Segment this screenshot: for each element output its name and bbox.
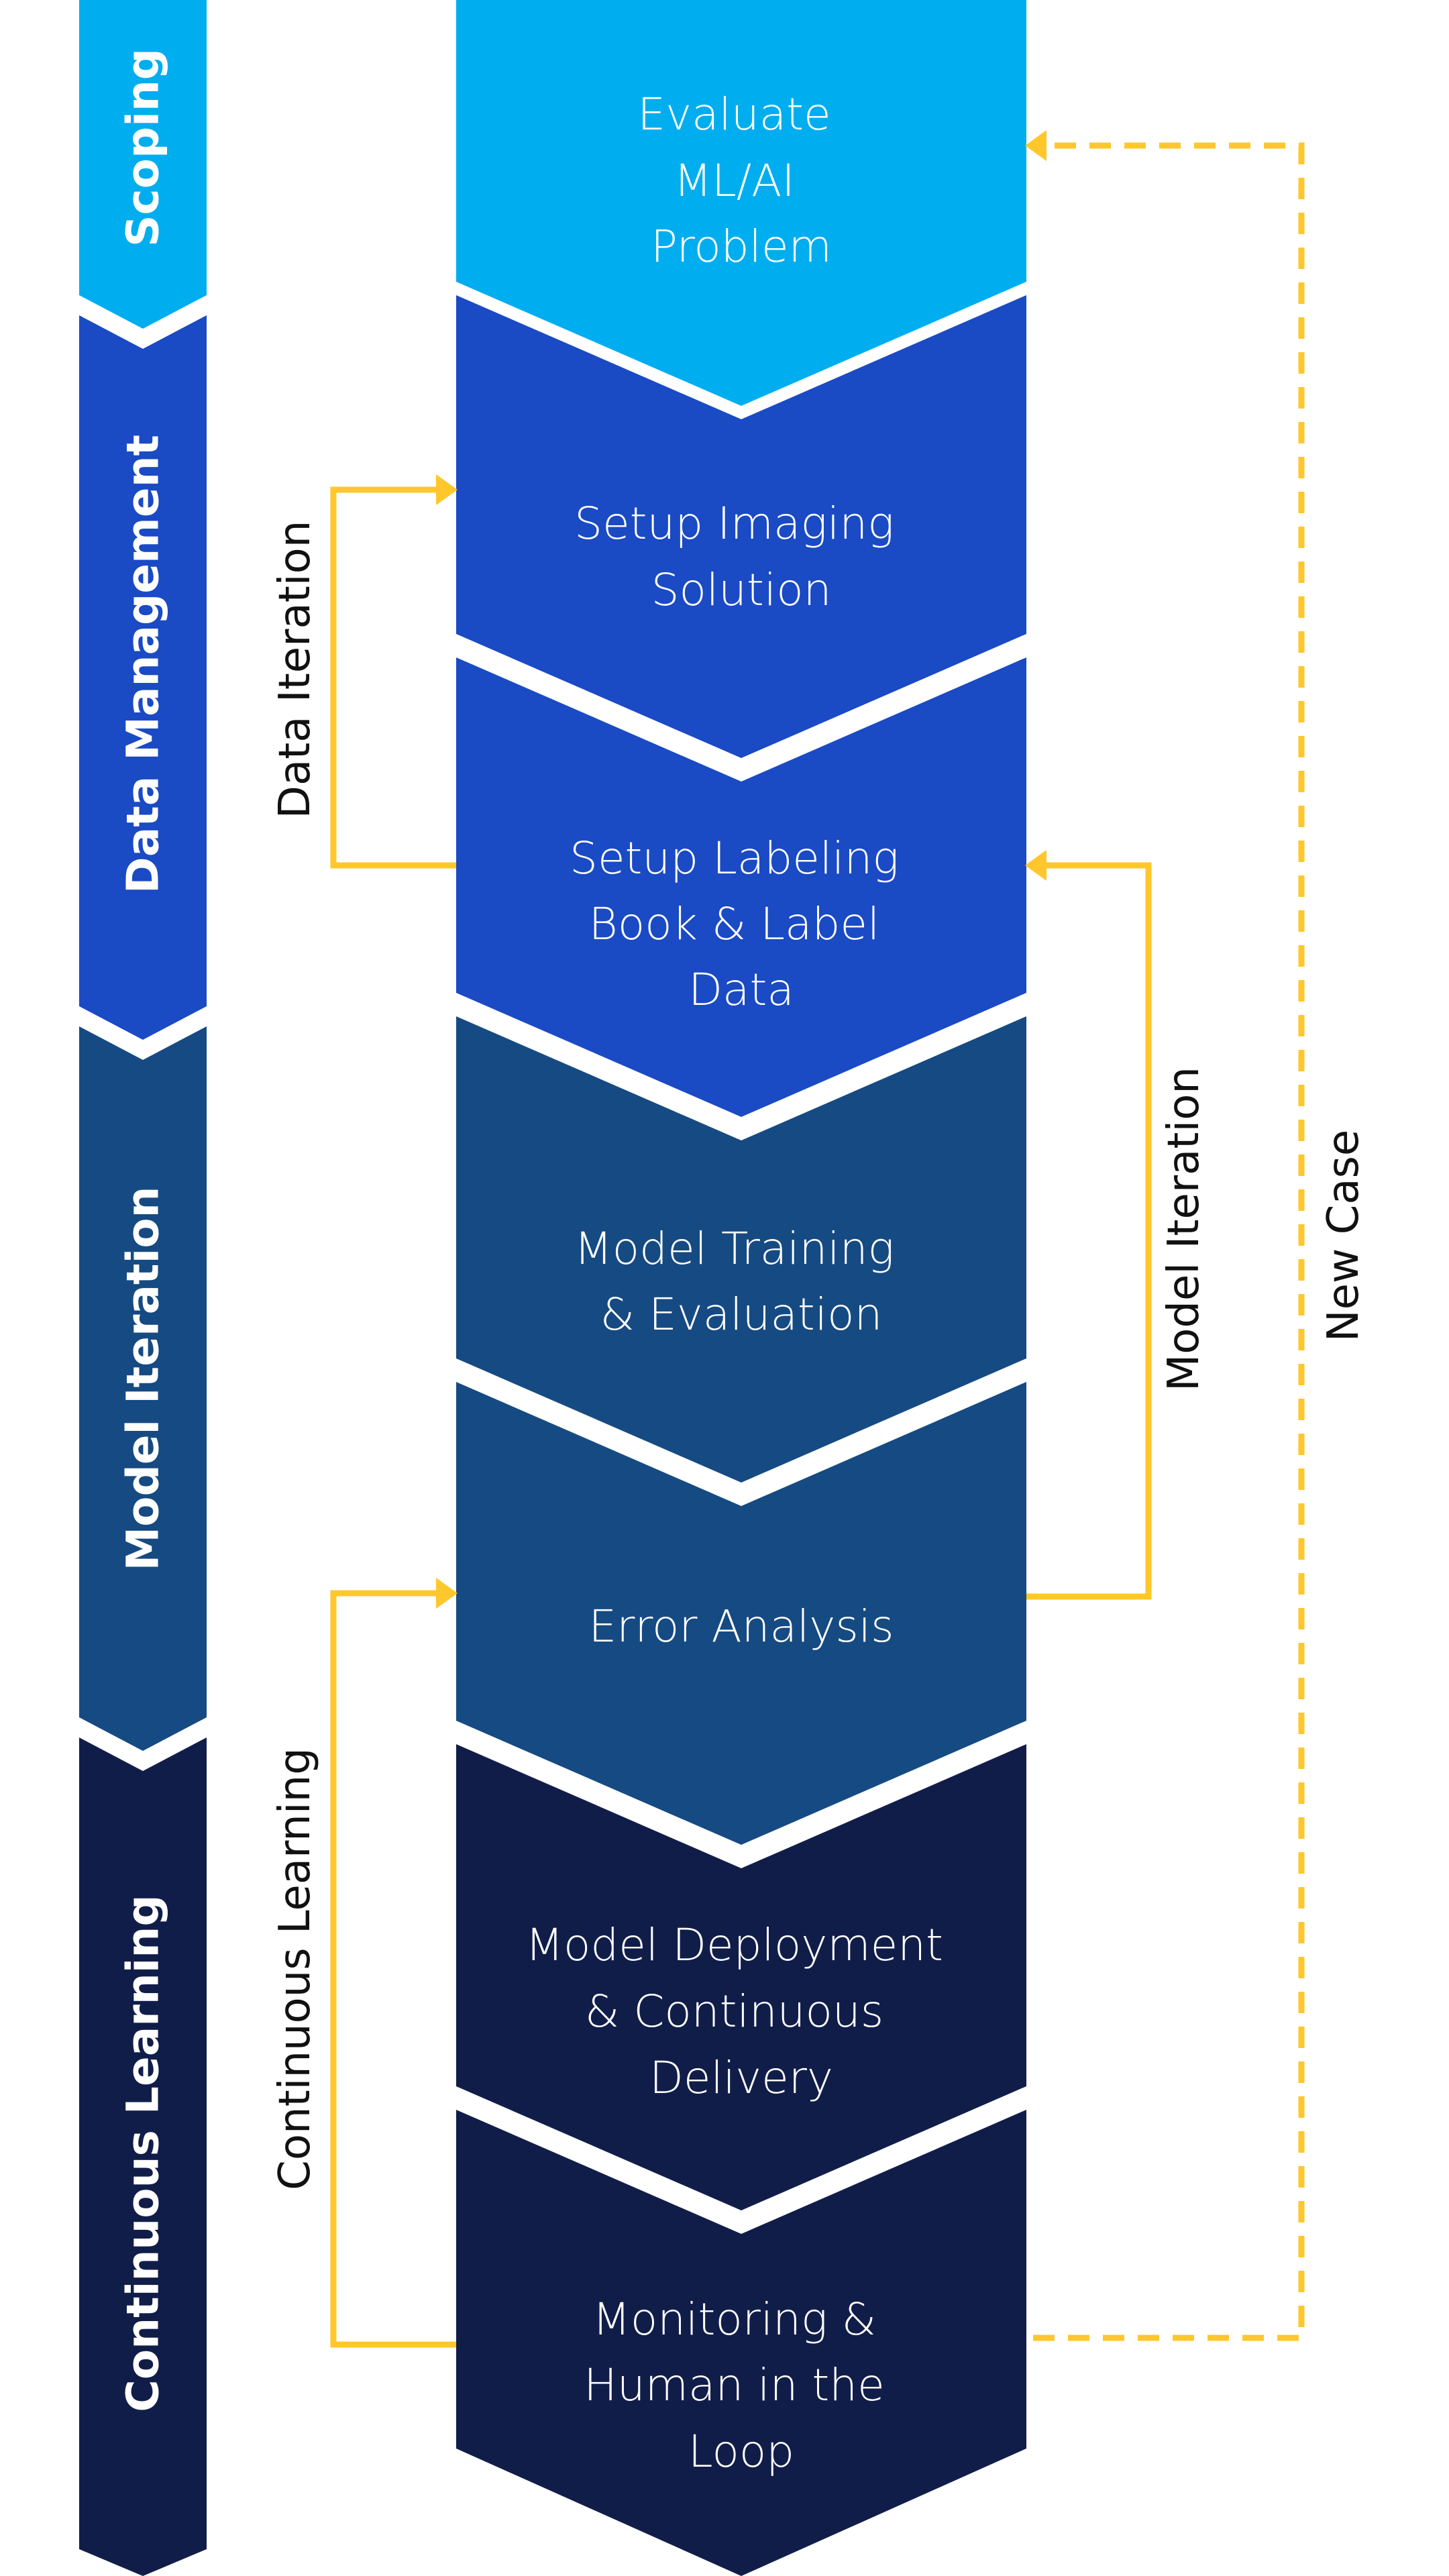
step-setup-labeling-line-2: Book & Label bbox=[589, 898, 880, 950]
step-model-deployment-shape bbox=[456, 1744, 1026, 2210]
loop-labels: Data Iteration Model Iteration Continuou… bbox=[270, 521, 1368, 2190]
step-setup-imaging-line-1: Setup Imaging bbox=[574, 498, 894, 549]
step-evaluate-problem-line-2: ML/AI bbox=[674, 155, 795, 207]
phase-label-data-management: Data Management bbox=[117, 435, 169, 894]
continuous-learning-loop-line bbox=[330, 1590, 456, 2348]
new-case-loop-line bbox=[1033, 142, 1305, 2341]
step-model-deployment-text: Model Deployment & Continuous Delivery bbox=[525, 1919, 957, 2104]
step-monitoring-line-1: Monitoring & bbox=[592, 2294, 876, 2345]
new-case-arrow-icon bbox=[1025, 130, 1046, 161]
step-setup-labeling-line-1: Setup Labeling bbox=[570, 833, 899, 884]
step-monitoring-shape bbox=[456, 2110, 1026, 2576]
step-model-training-line-2: & Evaluation bbox=[600, 1289, 883, 1340]
phase-label-continuous-learning: Continuous Learning bbox=[117, 1894, 169, 2412]
model-iteration-loop-line bbox=[1026, 862, 1152, 1600]
phase-model-iteration-shape bbox=[79, 1026, 207, 1751]
step-setup-labeling-shape bbox=[456, 657, 1026, 1117]
data-iteration-loop-line bbox=[330, 486, 456, 869]
step-monitoring-line-3: Loop bbox=[688, 2426, 794, 2477]
continuous-learning-arrow-icon bbox=[436, 1578, 458, 1609]
step-model-training-shape bbox=[456, 1016, 1026, 1483]
step-evaluate-problem-text: Evaluate ML/AI Problem bbox=[637, 89, 845, 272]
feedback-loops bbox=[330, 130, 1305, 2348]
phase-scoping-shape bbox=[79, 0, 207, 329]
step-error-analysis-shape bbox=[456, 1382, 1026, 1845]
step-error-analysis-line-1: Error Analysis bbox=[589, 1601, 894, 1652]
step-evaluate-problem-shape bbox=[456, 0, 1026, 406]
step-model-deployment-line-3: Delivery bbox=[649, 2052, 833, 2104]
model-iteration-label: Model Iteration bbox=[1159, 1067, 1209, 1391]
phase-data-management-shape bbox=[79, 315, 207, 1040]
step-setup-imaging-text: Setup Imaging Solution bbox=[574, 498, 908, 616]
step-setup-imaging-line-2: Solution bbox=[651, 564, 832, 616]
step-setup-imaging-shape bbox=[456, 295, 1026, 758]
phase-banner: Scoping Data Management Model Iteration … bbox=[79, 0, 207, 2576]
phase-label-model-iteration: Model Iteration bbox=[117, 1186, 169, 1570]
step-error-analysis-text: Error Analysis bbox=[589, 1601, 894, 1652]
new-case-label: New Case bbox=[1319, 1130, 1368, 1342]
step-model-deployment-line-1: Model Deployment bbox=[525, 1919, 943, 1971]
step-setup-labeling-text: Setup Labeling Book & Label Data bbox=[570, 833, 913, 1016]
data-iteration-arrow-icon bbox=[436, 474, 458, 505]
step-evaluate-problem-line-3: Problem bbox=[651, 221, 832, 272]
phase-continuous-learning-shape bbox=[79, 1737, 207, 2576]
step-monitoring-line-2: Human in the bbox=[584, 2359, 884, 2411]
step-setup-labeling-line-3: Data bbox=[688, 964, 794, 1016]
step-model-training-text: Model Training & Evaluation bbox=[574, 1223, 908, 1340]
step-model-deployment-line-2: & Continuous bbox=[585, 1986, 883, 2037]
process-steps: Evaluate ML/AI Problem Setup Imaging Sol… bbox=[456, 0, 1026, 2576]
phase-label-scoping: Scoping bbox=[117, 48, 169, 247]
step-evaluate-problem-line-1: Evaluate bbox=[637, 89, 830, 140]
data-iteration-label: Data Iteration bbox=[270, 521, 320, 819]
step-model-training-line-1: Model Training bbox=[574, 1223, 894, 1275]
step-monitoring-text: Monitoring & Human in the Loop bbox=[584, 2294, 898, 2477]
model-iteration-arrow-icon bbox=[1025, 850, 1046, 881]
continuous-learning-label: Continuous Learning bbox=[270, 1748, 320, 2190]
